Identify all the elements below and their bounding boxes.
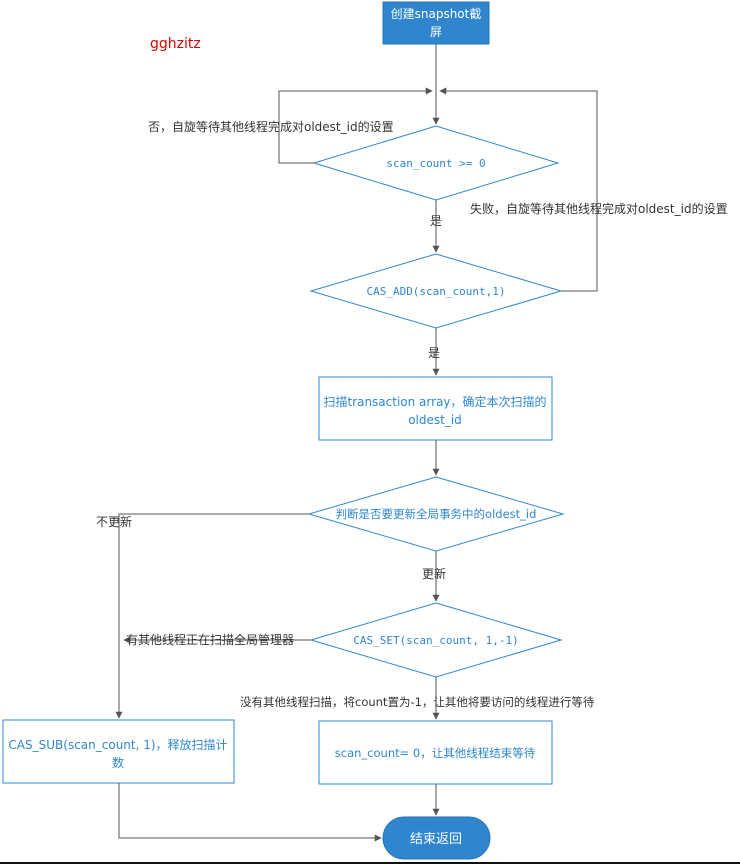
label-update: 更新 <box>422 566 446 581</box>
zero-box-label: scan_count= 0，让其他线程结束等待 <box>335 746 536 760</box>
scan-box <box>318 376 553 441</box>
label-no-spin: 否，自旋等待其他线程完成对oldest_id的设置 <box>148 119 394 134</box>
zero-box <box>318 720 553 785</box>
decision-update-oldest-label: 判断是否要更新全局事务中的oldest_id <box>336 507 537 521</box>
sub-box <box>2 719 235 784</box>
scan-box-label-line2: oldest_id <box>408 413 462 427</box>
edge-decision1-no-loop <box>278 87 433 164</box>
scan-box-label-line1: 扫描transaction array，确定本次扫描的 <box>323 394 546 409</box>
label-others-scanning: 有其他线程正在扫描全局管理器 <box>126 632 294 647</box>
decision-scan-count-label: scan_count >= 0 <box>386 157 485 170</box>
decision-cas-set-label: CAS_SET(scan_count, 1,-1) <box>353 634 519 647</box>
edge-decision2-fail-loop <box>439 87 598 292</box>
label-fail-spin: 失败，自旋等待其他线程完成对oldest_id的设置 <box>470 201 728 216</box>
label-yes1: 是 <box>430 214 442 228</box>
edge-decision3-no-update <box>115 513 309 719</box>
label-yes2: 是 <box>428 346 440 360</box>
end-terminator <box>382 816 491 860</box>
end-terminator-label: 结束返回 <box>410 832 462 847</box>
watermark: gghzitz <box>150 36 201 52</box>
sub-box-label-line2: 数 <box>112 755 124 770</box>
label-no-update: 不更新 <box>96 514 132 529</box>
edge-sub-end <box>118 783 382 842</box>
start-box-label-line1: 创建snapshot截 <box>391 7 482 21</box>
sub-box-label-line1: CAS_SUB(scan_count, 1)，释放扫描计 <box>8 737 227 752</box>
start-box-label-line2: 屏 <box>430 25 442 39</box>
decision-cas-add-label: CAS_ADD(scan_count,1) <box>366 285 505 298</box>
label-no-others: 没有其他线程扫描，将count置为-1，让其他将要访问的线程进行等待 <box>240 695 595 709</box>
start-box <box>382 1 490 45</box>
